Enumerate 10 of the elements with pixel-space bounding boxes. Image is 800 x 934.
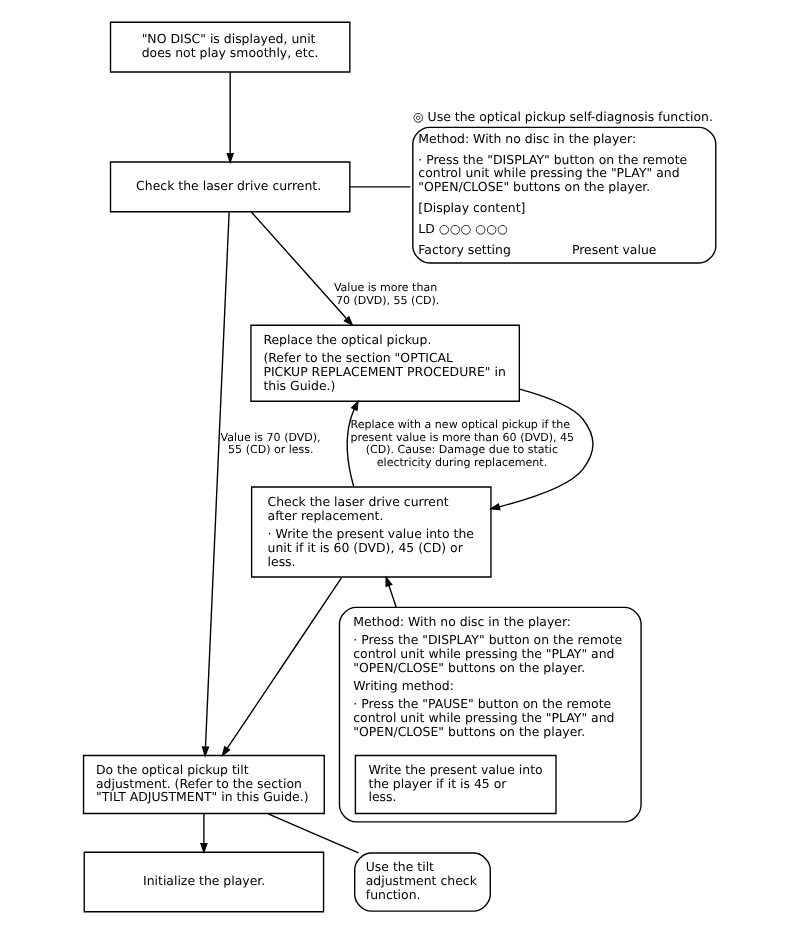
arrow bbox=[226, 71, 235, 164]
arrow bbox=[385, 575, 397, 609]
arrow bbox=[489, 388, 594, 511]
arrow bbox=[250, 211, 354, 327]
arrow bbox=[200, 813, 208, 855]
arrow bbox=[201, 211, 230, 758]
arrow bbox=[346, 399, 359, 488]
connector bbox=[267, 813, 360, 854]
connector bbox=[349, 186, 412, 188]
arrow bbox=[221, 576, 343, 758]
